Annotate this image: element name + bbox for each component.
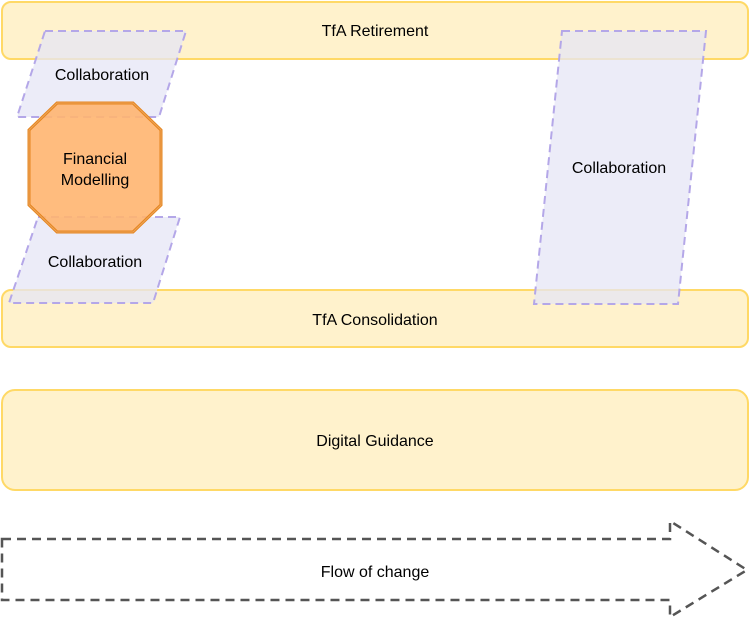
collaboration-bottom-left-label: Collaboration <box>48 254 142 271</box>
digital-guidance-label: Digital Guidance <box>316 433 434 450</box>
financial-modelling-label-line2: Modelling <box>61 172 129 189</box>
digital-guidance-bar[interactable]: Digital Guidance <box>1 389 749 491</box>
collaboration-top-left-label: Collaboration <box>55 67 149 84</box>
collaboration-top-left[interactable]: Collaboration <box>15 30 188 118</box>
tfa-retirement-label: TfA Retirement <box>322 23 429 40</box>
financial-modelling-octagon[interactable]: Financial Modelling <box>27 101 163 234</box>
flow-of-change-arrow[interactable]: Flow of change <box>0 518 750 620</box>
tfa-consolidation-label: TfA Consolidation <box>312 312 437 329</box>
collaboration-right[interactable]: Collaboration <box>532 30 708 305</box>
financial-modelling-label-line1: Financial <box>63 151 127 168</box>
flow-of-change-label: Flow of change <box>321 564 430 581</box>
collaboration-right-label: Collaboration <box>572 160 666 177</box>
